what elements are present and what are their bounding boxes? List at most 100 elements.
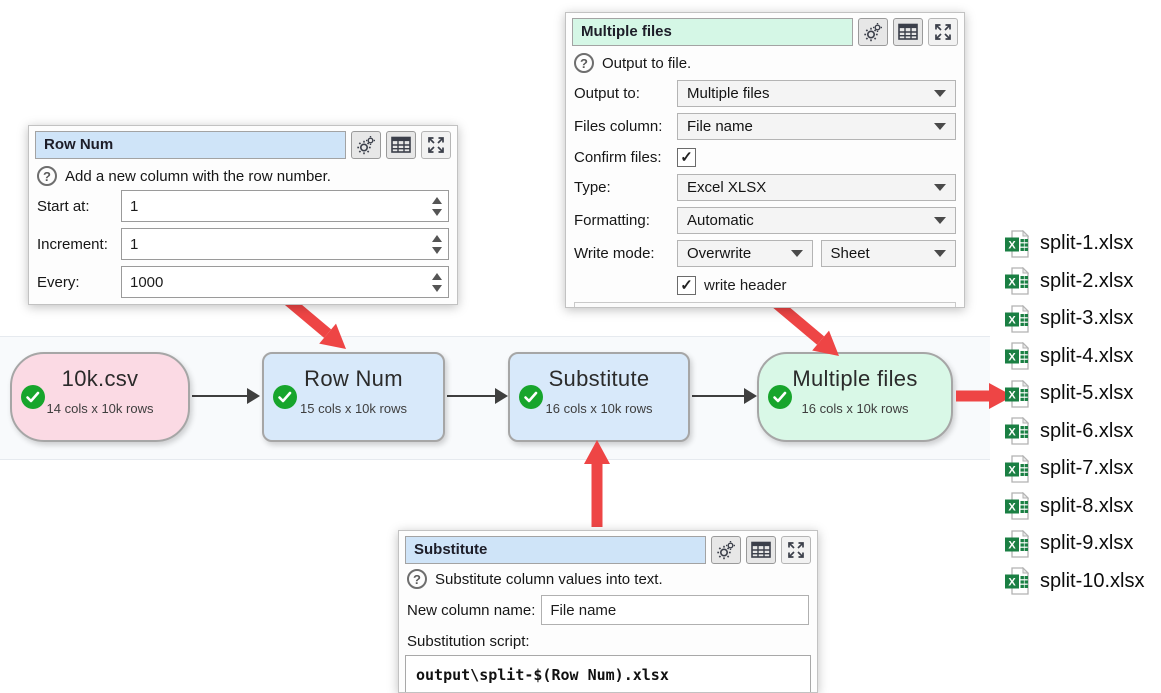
file-name: split-2.xlsx xyxy=(1040,269,1134,292)
spin-up-icon[interactable] xyxy=(432,234,442,242)
gear-icon[interactable] xyxy=(711,536,741,564)
selected-value: Overwrite xyxy=(687,245,752,262)
file-item[interactable]: X split-4.xlsx xyxy=(1005,338,1161,376)
table-icon[interactable] xyxy=(746,536,776,564)
excel-file-icon: X xyxy=(1005,454,1029,483)
excel-file-icon: X xyxy=(1005,529,1029,558)
type-select[interactable]: Excel XLSX xyxy=(677,174,956,201)
node-subtitle: 16 cols x 10k rows xyxy=(545,401,653,416)
table-icon[interactable] xyxy=(386,131,416,159)
expand-icon[interactable] xyxy=(781,536,811,564)
help-icon[interactable]: ? xyxy=(407,569,427,589)
arrowhead-icon xyxy=(247,388,260,404)
excel-file-icon: X xyxy=(1005,492,1029,520)
field-label: Every: xyxy=(37,273,80,291)
excel-file-icon: X xyxy=(1005,229,1029,258)
write-header-checkbox[interactable]: ✓ xyxy=(677,275,696,295)
node-row-num[interactable]: Row Num 15 cols x 10k rows xyxy=(262,352,445,442)
panel-title-field[interactable]: Multiple files xyxy=(572,18,853,46)
input-value: 1 xyxy=(130,235,139,253)
confirm-files-checkbox[interactable]: ✓ xyxy=(677,147,696,167)
file-item[interactable]: X split-3.xlsx xyxy=(1005,300,1161,338)
help-text: Add a new column with the row number. xyxy=(65,167,331,185)
excel-file-icon: X xyxy=(1005,417,1029,445)
write-mode-select[interactable]: Overwrite xyxy=(677,240,813,267)
node-title: 10k.csv xyxy=(61,366,139,391)
multiple-files-panel: Multiple files ? Output to file. Output … xyxy=(565,12,965,308)
file-item[interactable]: X split-9.xlsx xyxy=(1005,525,1161,563)
new-column-name-input[interactable]: File name xyxy=(541,595,809,625)
increment-input[interactable]: 1 xyxy=(121,228,449,260)
spinner-buttons[interactable] xyxy=(426,229,448,259)
output-to-select[interactable]: Multiple files xyxy=(677,80,956,107)
node-10k-csv[interactable]: 10k.csv 14 cols x 10k rows xyxy=(10,352,190,442)
field-row: Substitution script: xyxy=(407,631,809,651)
input-value: 1 xyxy=(130,197,139,215)
field-row: Write mode: Overwrite Sheet xyxy=(574,240,956,267)
expand-icon[interactable] xyxy=(421,131,451,159)
node-subtitle: 15 cols x 10k rows xyxy=(300,401,407,416)
selected-value: Multiple files xyxy=(687,85,770,102)
panel-header: Substitute xyxy=(405,536,811,564)
file-item[interactable]: X split-1.xlsx xyxy=(1005,225,1161,263)
svg-text:X: X xyxy=(1008,277,1016,289)
substitute-panel: Substitute ? Substitute column values in… xyxy=(398,530,818,693)
field-row: ✓ write header xyxy=(574,274,956,296)
help-icon[interactable]: ? xyxy=(574,53,594,73)
panel-help: ? Output to file. xyxy=(574,53,956,73)
file-item[interactable]: X split-6.xlsx xyxy=(1005,413,1161,451)
formatting-select[interactable]: Automatic xyxy=(677,207,956,234)
expand-icon[interactable] xyxy=(928,18,958,46)
excel-file-icon: X xyxy=(1005,567,1029,595)
panel-help: ? Add a new column with the row number. xyxy=(37,166,449,186)
file-item[interactable]: X split-7.xlsx xyxy=(1005,450,1161,488)
spin-down-icon[interactable] xyxy=(432,284,442,292)
field-row: Formatting: Automatic xyxy=(574,207,956,234)
field-label: Increment: xyxy=(37,235,108,253)
file-item[interactable]: X split-2.xlsx xyxy=(1005,263,1161,301)
panel-title-field[interactable]: Substitute xyxy=(405,536,706,564)
connector-arrow xyxy=(192,388,260,404)
spin-down-icon[interactable] xyxy=(432,208,442,216)
file-item[interactable]: X split-8.xlsx xyxy=(1005,488,1161,526)
help-icon[interactable]: ? xyxy=(37,166,57,186)
field-row: Confirm files: ✓ xyxy=(574,146,956,168)
panel-title-field[interactable]: Row Num xyxy=(35,131,346,159)
node-multiple-files[interactable]: Multiple files 16 cols x 10k rows xyxy=(757,352,953,442)
field-row: Files column: File name xyxy=(574,113,956,140)
node-title: Multiple files xyxy=(792,366,918,391)
spin-up-icon[interactable] xyxy=(432,196,442,204)
field-row: Type: Excel XLSX xyxy=(574,174,956,201)
arrowhead-icon xyxy=(495,388,508,404)
start-at-input[interactable]: 1 xyxy=(121,190,449,222)
substitution-script-editor[interactable]: output\split-$(Row Num).xlsx xyxy=(405,655,811,692)
svg-text:X: X xyxy=(1008,427,1016,439)
files-column-select[interactable]: File name xyxy=(677,113,956,140)
spin-down-icon[interactable] xyxy=(432,246,442,254)
node-substitute[interactable]: Substitute 16 cols x 10k rows xyxy=(508,352,690,442)
gear-icon[interactable] xyxy=(351,131,381,159)
table-icon[interactable] xyxy=(893,18,923,46)
gear-icon[interactable] xyxy=(858,18,888,46)
every-input[interactable]: 1000 xyxy=(121,266,449,298)
field-row: Increment: 1 xyxy=(37,228,449,260)
excel-file-icon: X xyxy=(1005,267,1029,295)
svg-text:X: X xyxy=(1008,539,1016,551)
spinner-buttons[interactable] xyxy=(426,191,448,221)
chevron-down-icon xyxy=(934,217,946,224)
chevron-down-icon xyxy=(790,250,803,257)
file-item[interactable]: X split-10.xlsx xyxy=(1005,563,1161,601)
chevron-down-icon xyxy=(934,184,946,191)
spin-up-icon[interactable] xyxy=(432,272,442,280)
help-text: Output to file. xyxy=(602,54,692,72)
file-name: split-4.xlsx xyxy=(1040,344,1134,367)
sheet-select[interactable]: Sheet xyxy=(820,240,956,267)
file-item[interactable]: X split-5.xlsx xyxy=(1005,375,1161,413)
field-label: Formatting: xyxy=(574,212,650,229)
file-name: split-6.xlsx xyxy=(1040,419,1134,442)
spinner-buttons[interactable] xyxy=(426,267,448,297)
panel-help: ? Substitute column values into text. xyxy=(407,569,809,589)
chevron-down-icon xyxy=(934,123,946,130)
svg-text:X: X xyxy=(1008,239,1016,251)
